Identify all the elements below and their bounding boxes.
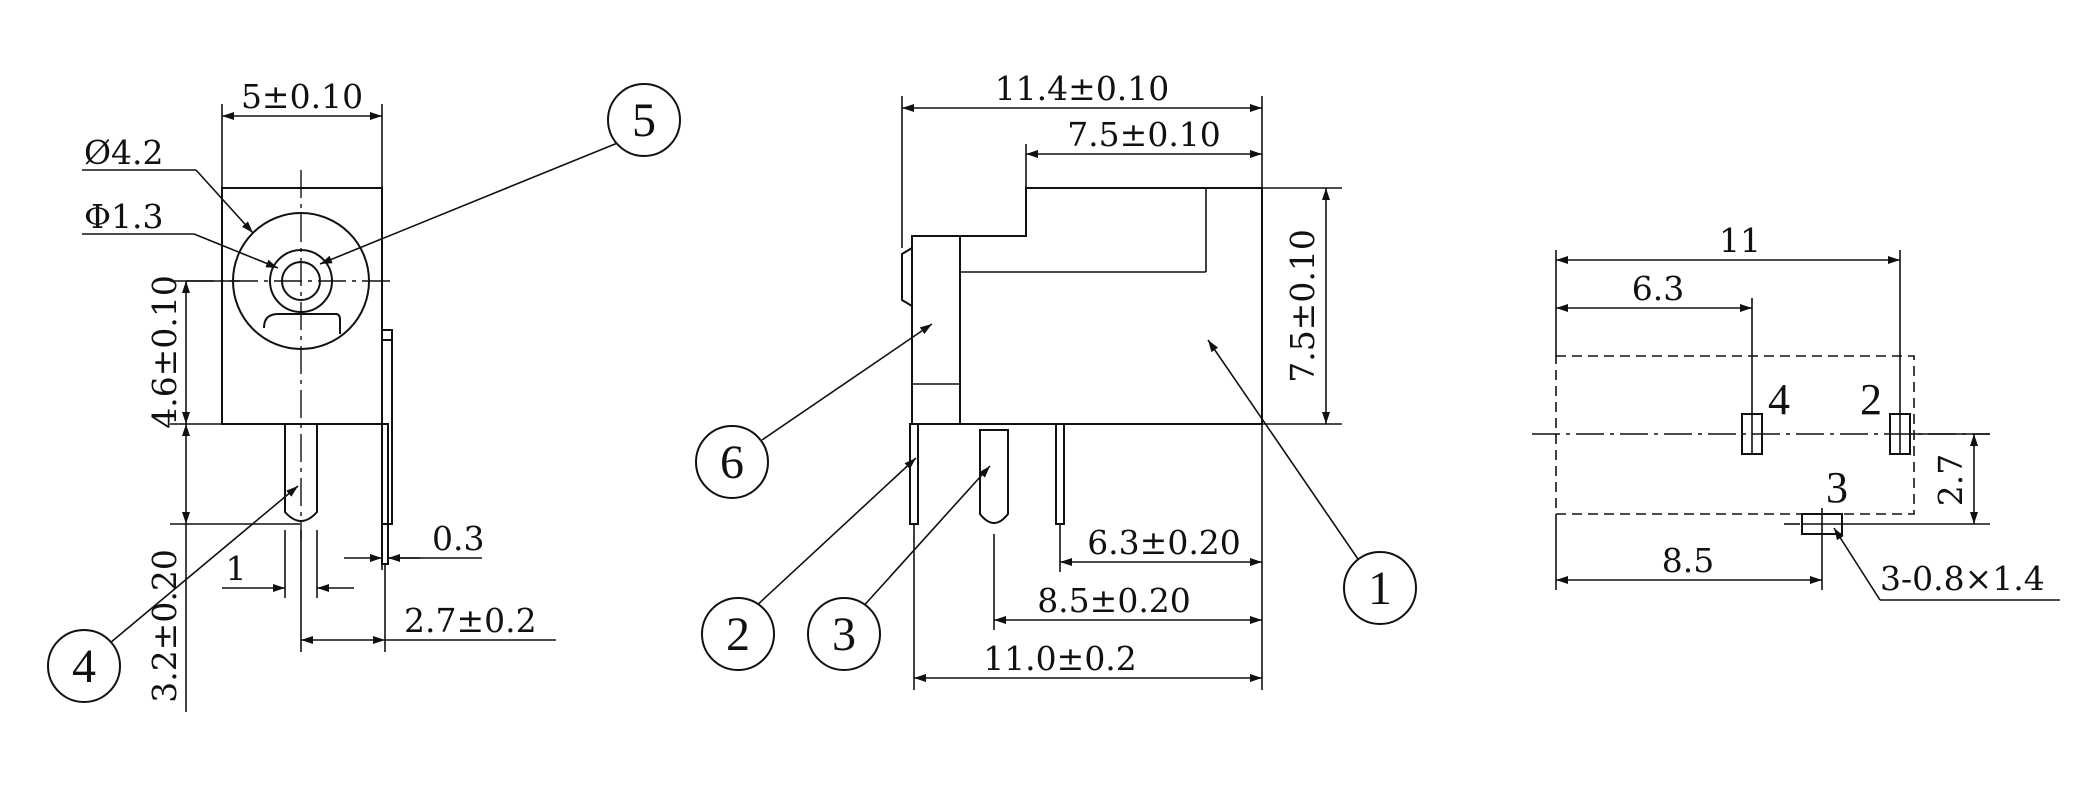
footprint-row-offset: 2.7 [1931,454,1970,506]
side-pin-2 [909,423,919,525]
callout-3-bubble [807,597,881,671]
pin-length-dim: 3.2±0.20 [145,549,184,703]
footprint-total-length: 11 [1719,221,1761,260]
pin-3-position-dim: 11.0±0.2 [983,639,1137,678]
side-flange [911,235,961,425]
callout-5-label: 5 [632,94,656,147]
footprint-body-outline [1555,355,1915,515]
callout-5-bubble [607,83,681,157]
footprint-pin4-position: 6.3 [1632,269,1684,308]
footprint-pin3-position: 8.5 [1662,541,1714,580]
overall-length-dim: 11.4±0.10 [995,69,1170,108]
front-pin-2 [381,423,389,565]
pin-offset-dim: 2.7±0.2 [404,601,537,640]
pin-3-label: 3 [1826,463,1848,512]
pin-1-position-dim: 6.3±0.20 [1087,523,1241,562]
pin-dia-label: Φ1.3 [84,197,164,236]
pin-thickness-dim: 0.3 [432,519,484,558]
pad-spec-label: 3-0.8×1.4 [1880,559,2045,598]
front-pin-4 [284,424,318,522]
side-pin-3 [979,429,1009,524]
body-height-dim: 7.5±0.10 [1283,229,1322,383]
pin-width-dim: 1 [226,549,247,588]
footprint-view: 4 2 3 11 6.3 8.5 2.7 3-0.8×1.4 [1532,221,2060,601]
callout-3-label: 3 [832,608,856,661]
side-front-lip [901,247,913,307]
front-view: 5±0.10 Ø4.2 Φ1.3 4.6±0.10 3.2±0.20 1 0.3 [47,77,681,712]
front-width-dim: 5±0.10 [241,77,363,116]
callout-6-bubble [695,425,769,499]
callout-4-label: 4 [72,640,96,693]
callout-2-bubble [701,597,775,671]
callout-2-label: 2 [726,608,750,661]
pin-2-label: 2 [1860,375,1882,424]
pin-2-position-dim: 8.5±0.20 [1037,581,1191,620]
side-body-outline [959,187,1263,425]
front-body-outline [221,187,383,425]
side-pin-1 [1055,423,1065,525]
center-height-dim: 4.6±0.10 [145,275,184,429]
callout-4-bubble [47,629,121,703]
outer-dia-label: Ø4.2 [84,133,164,172]
callout-6-label: 6 [720,436,744,489]
pin-4-label: 4 [1768,375,1790,424]
callout-1-label: 1 [1368,562,1392,615]
callout-1-bubble [1343,551,1417,625]
side-view: 11.4±0.10 7.5±0.10 7.5±0.10 6.3±0.20 8.5… [695,69,1417,690]
body-length-dim: 7.5±0.10 [1067,115,1221,154]
front-latch [263,313,341,334]
